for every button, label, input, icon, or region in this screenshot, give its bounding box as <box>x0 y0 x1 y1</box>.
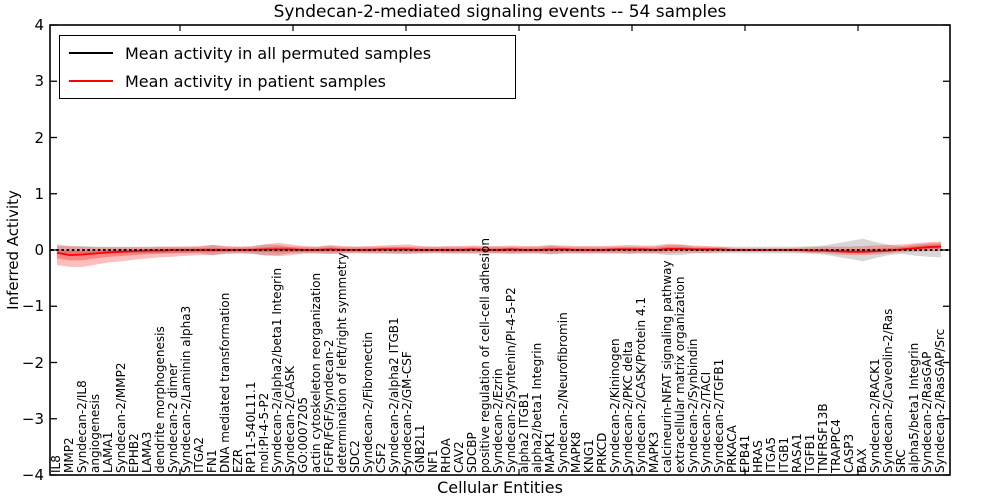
x-tick-label: MAPK3 <box>646 431 661 473</box>
x-tick-label: alpha2 ITGB1 <box>516 392 531 473</box>
x-tick-label: positive regulation of cell-cell adhesio… <box>477 238 492 473</box>
legend-label-patient: Mean activity in patient samples <box>125 71 386 91</box>
legend-item-patient: Mean activity in patient samples <box>60 68 515 94</box>
x-tick-label: DNA mediated transformation <box>217 292 232 473</box>
x-tick-label: Syndecan-2/Fibronectin <box>360 331 375 473</box>
x-tick-label: Syndecan-2/Laminin alpha3 <box>178 305 193 473</box>
patient-std-band-outer <box>57 241 941 267</box>
x-tick-label: Syndecan-2/Neurofibromin <box>555 312 570 473</box>
x-tick-label: Syndecan-2/MMP2 <box>113 362 128 473</box>
x-tick-label: Syndecan-2/RACK1 <box>867 358 882 473</box>
legend-line-permuted-icon <box>69 52 113 54</box>
x-tick-label: Syndecan-2 dimer <box>165 363 180 473</box>
x-tick-label: TNFRSF13B <box>815 403 830 473</box>
x-tick-label: Syndecan-2/alpha2 ITGB1 <box>386 317 401 473</box>
x-tick-label: Syndecan-2/IL8 <box>74 380 89 473</box>
x-tick-label: NF1 <box>425 449 440 473</box>
x-tick-label: TGFB1 <box>802 433 817 473</box>
x-tick-label: determination of left/right symmetry <box>334 252 349 473</box>
x-tick-label: Syndecan-2/RasGAP <box>919 351 934 473</box>
x-tick-label: RP11-540L11.1 <box>243 381 258 473</box>
x-tick-label: dendrite morphogenesis <box>152 326 167 473</box>
x-tick-label: TRAPPC4 <box>828 419 843 473</box>
x-tick-label: MAPK1 <box>542 431 557 473</box>
x-tick-label: mol:PI-4-5-P2 <box>256 392 271 473</box>
x-tick-label: EPB41 <box>737 434 752 473</box>
x-tick-label: FN1 <box>204 449 219 473</box>
x-tick-label: PRKACA <box>724 425 739 473</box>
x-tick-label: extracellular matrix organization <box>672 276 687 474</box>
x-tick-label: CAV2 <box>451 441 466 473</box>
x-tick-label: alpha2/beta1 Integrin <box>529 342 544 473</box>
x-tick-label: Syndecan-2/Syntenin/PI-4-5-P2 <box>503 287 518 473</box>
x-tick-label: BAX <box>854 448 869 473</box>
x-tick-label: SDCBP <box>464 432 479 473</box>
y-tick-label: −3 <box>21 409 44 428</box>
x-tick-label: calcineurin-NFAT signaling pathway <box>659 260 674 473</box>
x-tick-label: Syndecan-2/GM-CSF <box>399 351 414 473</box>
y-tick-label: −1 <box>21 297 44 316</box>
x-tick-label: LAMA1 <box>100 431 115 473</box>
legend-label-permuted: Mean activity in all permuted samples <box>125 43 432 63</box>
patient-std-band-inner <box>57 244 941 261</box>
x-tick-label: ITGA5 <box>763 436 778 473</box>
x-tick-label: FGFR/FGF/Syndecan-2 <box>321 339 336 473</box>
x-tick-label: Syndecan-2/CASK/Protein 4.1 <box>633 297 648 473</box>
x-tick-label: RHOA <box>438 438 453 473</box>
x-tick-label: actin cytoskeleton reorganization <box>308 272 323 473</box>
x-tick-label: SDC2 <box>347 440 362 473</box>
y-tick-label: 3 <box>34 72 44 91</box>
x-tick-label: Syndecan-2/Synbindin <box>685 338 700 473</box>
x-axis-label: Cellular Entities <box>437 478 563 497</box>
x-tick-label: EZR <box>230 448 245 473</box>
x-tick-label: MMP2 <box>61 437 76 473</box>
x-tick-label: ITGA2 <box>191 436 206 473</box>
x-tick-label: GO:0007205 <box>295 396 310 473</box>
legend-line-patient-icon <box>69 80 113 82</box>
x-tick-label: HRAS <box>750 440 765 473</box>
x-tick-label: KNG1 <box>581 439 596 473</box>
chart-title: Syndecan-2-mediated signaling events -- … <box>273 2 727 22</box>
x-tick-label: EPHB2 <box>126 433 141 473</box>
x-tick-label: MAPK8 <box>568 431 583 473</box>
x-tick-label: RASA1 <box>789 433 804 473</box>
y-tick-label: 1 <box>34 184 44 203</box>
x-tick-label: angiogenesis <box>87 393 102 473</box>
x-tick-label: CASP3 <box>841 433 856 473</box>
x-tick-label: Syndecan-2/CASK <box>282 366 297 473</box>
x-tick-label: Syndecan-2/RasGAP/Src <box>932 328 947 473</box>
x-tick-label: IL8 <box>48 455 63 473</box>
x-tick-label: Syndecan-2/alpha2/beta1 Integrin <box>269 267 284 473</box>
x-tick-label: CSF2 <box>373 442 388 473</box>
x-tick-label: ITGB1 <box>776 436 791 473</box>
legend: Mean activity in all permuted samples Me… <box>59 35 516 99</box>
y-tick-label: −2 <box>21 353 44 372</box>
legend-item-permuted: Mean activity in all permuted samples <box>60 40 515 66</box>
x-tick-label: Syndecan-2/PKC delta <box>620 341 635 473</box>
y-tick-label: 0 <box>34 241 44 259</box>
y-tick-label: −4 <box>21 466 44 484</box>
x-tick-label: GNB2L1 <box>412 424 427 473</box>
y-tick-label: 4 <box>34 16 44 34</box>
x-tick-label: Syndecan-2/TGFB1 <box>711 358 726 473</box>
x-tick-label: Syndecan-2/Kininogen <box>607 338 622 473</box>
x-tick-label: PRKCD <box>594 432 609 473</box>
y-tick-label: 2 <box>34 128 44 147</box>
x-tick-label: Syndecan-2/Caveolin-2/Ras <box>880 308 895 473</box>
x-tick-label: LAMA3 <box>139 431 154 473</box>
x-tick-label: alpha5/beta1 Integrin <box>906 342 921 473</box>
x-tick-label: Syndecan-2/Ezrin <box>490 368 505 473</box>
x-tick-label: SRC <box>893 449 908 473</box>
x-tick-label: Syndecan-2/TACI <box>698 371 713 473</box>
